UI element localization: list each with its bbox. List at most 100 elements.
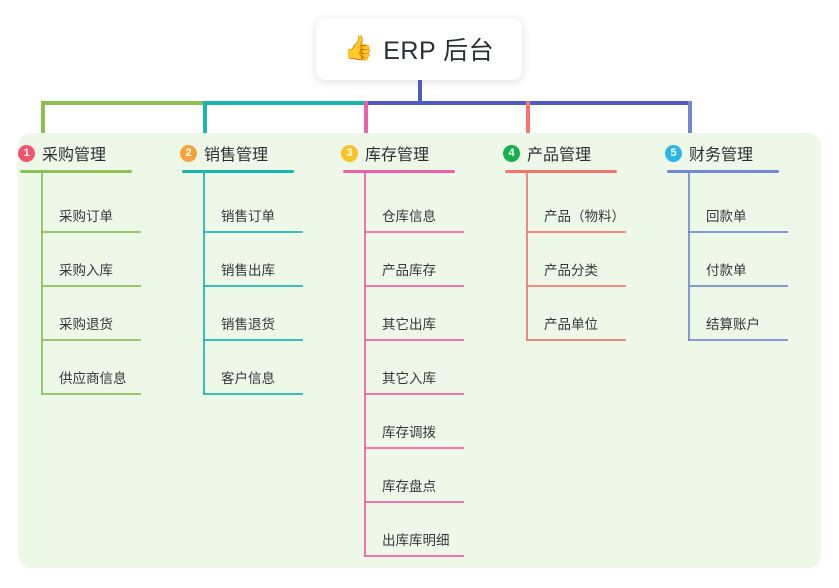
thumbs-up-icon: 👍 — [343, 35, 375, 62]
leaf-item-underline — [364, 555, 464, 557]
root-stem — [418, 80, 422, 105]
leaf-item-label: 销售出库 — [221, 263, 275, 278]
leaf-item[interactable]: 产品（物料） — [526, 179, 644, 233]
leaf-item-underline — [526, 285, 626, 287]
branch-drop-3 — [364, 101, 368, 147]
branch-spine — [364, 172, 366, 557]
leaf-item[interactable]: 客户信息 — [203, 341, 321, 395]
leaf-item-label: 结算账户 — [706, 317, 760, 332]
leaf-item-label: 产品单位 — [544, 317, 598, 332]
branch-number-badge: 3 — [341, 144, 358, 162]
bus-segment — [41, 101, 207, 105]
leaf-item-label: 采购订单 — [59, 209, 113, 224]
leaf-item-underline — [364, 231, 464, 233]
leaf-item-underline — [41, 393, 141, 395]
leaf-item-label: 出库库明细 — [382, 533, 450, 548]
leaf-item-label: 供应商信息 — [59, 371, 127, 386]
leaf-item-label: 客户信息 — [221, 371, 275, 386]
branch-underline — [343, 170, 455, 173]
leaf-item[interactable]: 供应商信息 — [41, 341, 159, 395]
leaf-item-underline — [41, 231, 141, 233]
bus-segment — [364, 101, 530, 105]
leaf-item[interactable]: 产品分类 — [526, 233, 644, 287]
leaf-item-underline — [203, 339, 303, 341]
leaf-item-label: 库存调拨 — [382, 425, 436, 440]
leaf-item[interactable]: 库存盘点 — [364, 449, 482, 503]
leaf-item[interactable]: 产品库存 — [364, 233, 482, 287]
leaf-item[interactable]: 仓库信息 — [364, 179, 482, 233]
leaf-item[interactable]: 回款单 — [688, 179, 806, 233]
branch-drop-5 — [688, 101, 692, 147]
branch-header-2[interactable]: 2 销售管理 — [180, 141, 268, 165]
leaf-item-underline — [688, 231, 788, 233]
branch-number-badge: 5 — [665, 144, 682, 162]
leaf-item[interactable]: 库存调拨 — [364, 395, 482, 449]
branch-title: 财务管理 — [689, 147, 754, 164]
leaf-item-underline — [364, 501, 464, 503]
leaf-item[interactable]: 其它出库 — [364, 287, 482, 341]
branch-title: 产品管理 — [527, 147, 592, 164]
leaf-item-underline — [203, 285, 303, 287]
root-title-text: ERP 后台 — [383, 37, 495, 65]
branch-underline — [182, 170, 294, 173]
branch-spine — [688, 172, 690, 341]
leaf-item[interactable]: 销售出库 — [203, 233, 321, 287]
leaf-item-underline — [688, 339, 788, 341]
leaf-item-underline — [41, 285, 141, 287]
leaf-item-underline — [364, 447, 464, 449]
bus-segment — [203, 101, 368, 105]
leaf-item-underline — [203, 393, 303, 395]
leaf-item-underline — [203, 231, 303, 233]
leaf-item-underline — [688, 285, 788, 287]
leaf-item-underline — [364, 285, 464, 287]
leaf-item-label: 付款单 — [706, 263, 747, 278]
branch-header-4[interactable]: 4 产品管理 — [503, 141, 591, 165]
leaf-item[interactable]: 产品单位 — [526, 287, 644, 341]
branches-panel: 1 采购管理采购订单采购入库采购退货供应商信息 2 销售管理销售订单销售出库销售退货客… — [18, 133, 821, 568]
branch-header-3[interactable]: 3 库存管理 — [341, 141, 429, 165]
leaf-item[interactable]: 销售订单 — [203, 179, 321, 233]
root-node[interactable]: 👍 ERP 后台 — [316, 18, 522, 80]
leaf-item-label: 采购入库 — [59, 263, 113, 278]
leaf-item[interactable]: 其它入库 — [364, 341, 482, 395]
branch-underline — [20, 170, 132, 173]
branch-header-1[interactable]: 1 采购管理 — [18, 141, 106, 165]
branch-number-badge: 4 — [503, 144, 520, 162]
leaf-item-label: 销售订单 — [221, 209, 275, 224]
leaf-item[interactable]: 采购退货 — [41, 287, 159, 341]
leaf-item-underline — [526, 231, 626, 233]
branch-title: 库存管理 — [365, 147, 430, 164]
leaf-item-label: 销售退货 — [221, 317, 275, 332]
leaf-item-underline — [364, 339, 464, 341]
leaf-item-underline — [526, 339, 626, 341]
branch-title: 销售管理 — [204, 147, 269, 164]
root-node-label: 👍 ERP 后台 — [344, 31, 494, 67]
leaf-item-label: 产品分类 — [544, 263, 598, 278]
leaf-item[interactable]: 采购入库 — [41, 233, 159, 287]
branch-spine — [526, 172, 528, 341]
branch-number-badge: 1 — [18, 144, 35, 162]
leaf-item-label: 采购退货 — [59, 317, 113, 332]
branch-underline — [667, 170, 779, 173]
branch-drop-1 — [41, 101, 45, 147]
branch-number-badge: 2 — [180, 144, 197, 162]
leaf-item[interactable]: 销售退货 — [203, 287, 321, 341]
leaf-item-label: 库存盘点 — [382, 479, 436, 494]
leaf-item[interactable]: 出库库明细 — [364, 503, 482, 557]
leaf-item-label: 其它出库 — [382, 317, 436, 332]
leaf-item[interactable]: 付款单 — [688, 233, 806, 287]
leaf-item-label: 回款单 — [706, 209, 747, 224]
branch-drop-2 — [203, 101, 207, 147]
leaf-item-underline — [364, 393, 464, 395]
leaf-item[interactable]: 采购订单 — [41, 179, 159, 233]
leaf-item[interactable]: 结算账户 — [688, 287, 806, 341]
leaf-item-label: 产品（物料） — [544, 209, 625, 224]
branch-spine — [41, 172, 43, 395]
branch-header-5[interactable]: 5 财务管理 — [665, 141, 753, 165]
leaf-item-label: 产品库存 — [382, 263, 436, 278]
bus-segment — [526, 101, 692, 105]
branch-title: 采购管理 — [42, 147, 107, 164]
leaf-item-label: 仓库信息 — [382, 209, 436, 224]
branch-underline — [505, 170, 617, 173]
